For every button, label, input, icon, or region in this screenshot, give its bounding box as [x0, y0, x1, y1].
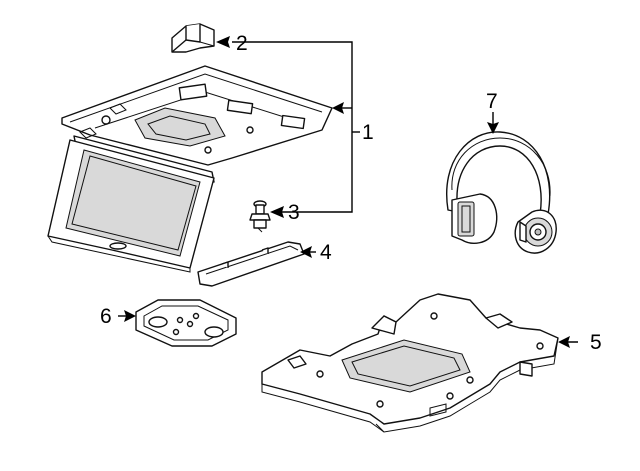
callout-2: 2 [236, 32, 248, 55]
part-4-trim-cover[interactable] [197, 241, 305, 287]
callout-6: 6 [100, 305, 112, 328]
arrow-4 [300, 246, 312, 258]
callout-5: 5 [590, 331, 602, 354]
arrow-3 [270, 206, 284, 218]
part-3-clip[interactable] [249, 200, 271, 233]
part-5-mounting-plate[interactable] [261, 293, 559, 433]
leader-1-bracket [232, 41, 353, 213]
arrow-1 [332, 102, 344, 114]
callout-7: 7 [486, 90, 498, 113]
callout-3: 3 [288, 201, 300, 224]
arrow-5 [558, 336, 570, 348]
part-6-dome-lamp[interactable] [135, 299, 237, 347]
arrow-2 [216, 36, 230, 48]
part-2-bracket[interactable] [171, 23, 215, 53]
callout-1: 1 [362, 121, 374, 144]
part-7-headphones[interactable] [446, 131, 557, 254]
part-1-overhead-console[interactable] [47, 65, 333, 273]
arrow-7 [487, 122, 499, 134]
callout-4: 4 [320, 241, 332, 264]
arrow-6 [124, 310, 136, 322]
leader-lines [118, 36, 578, 348]
callout-labels: 2 1 3 4 5 6 7 [100, 32, 602, 354]
